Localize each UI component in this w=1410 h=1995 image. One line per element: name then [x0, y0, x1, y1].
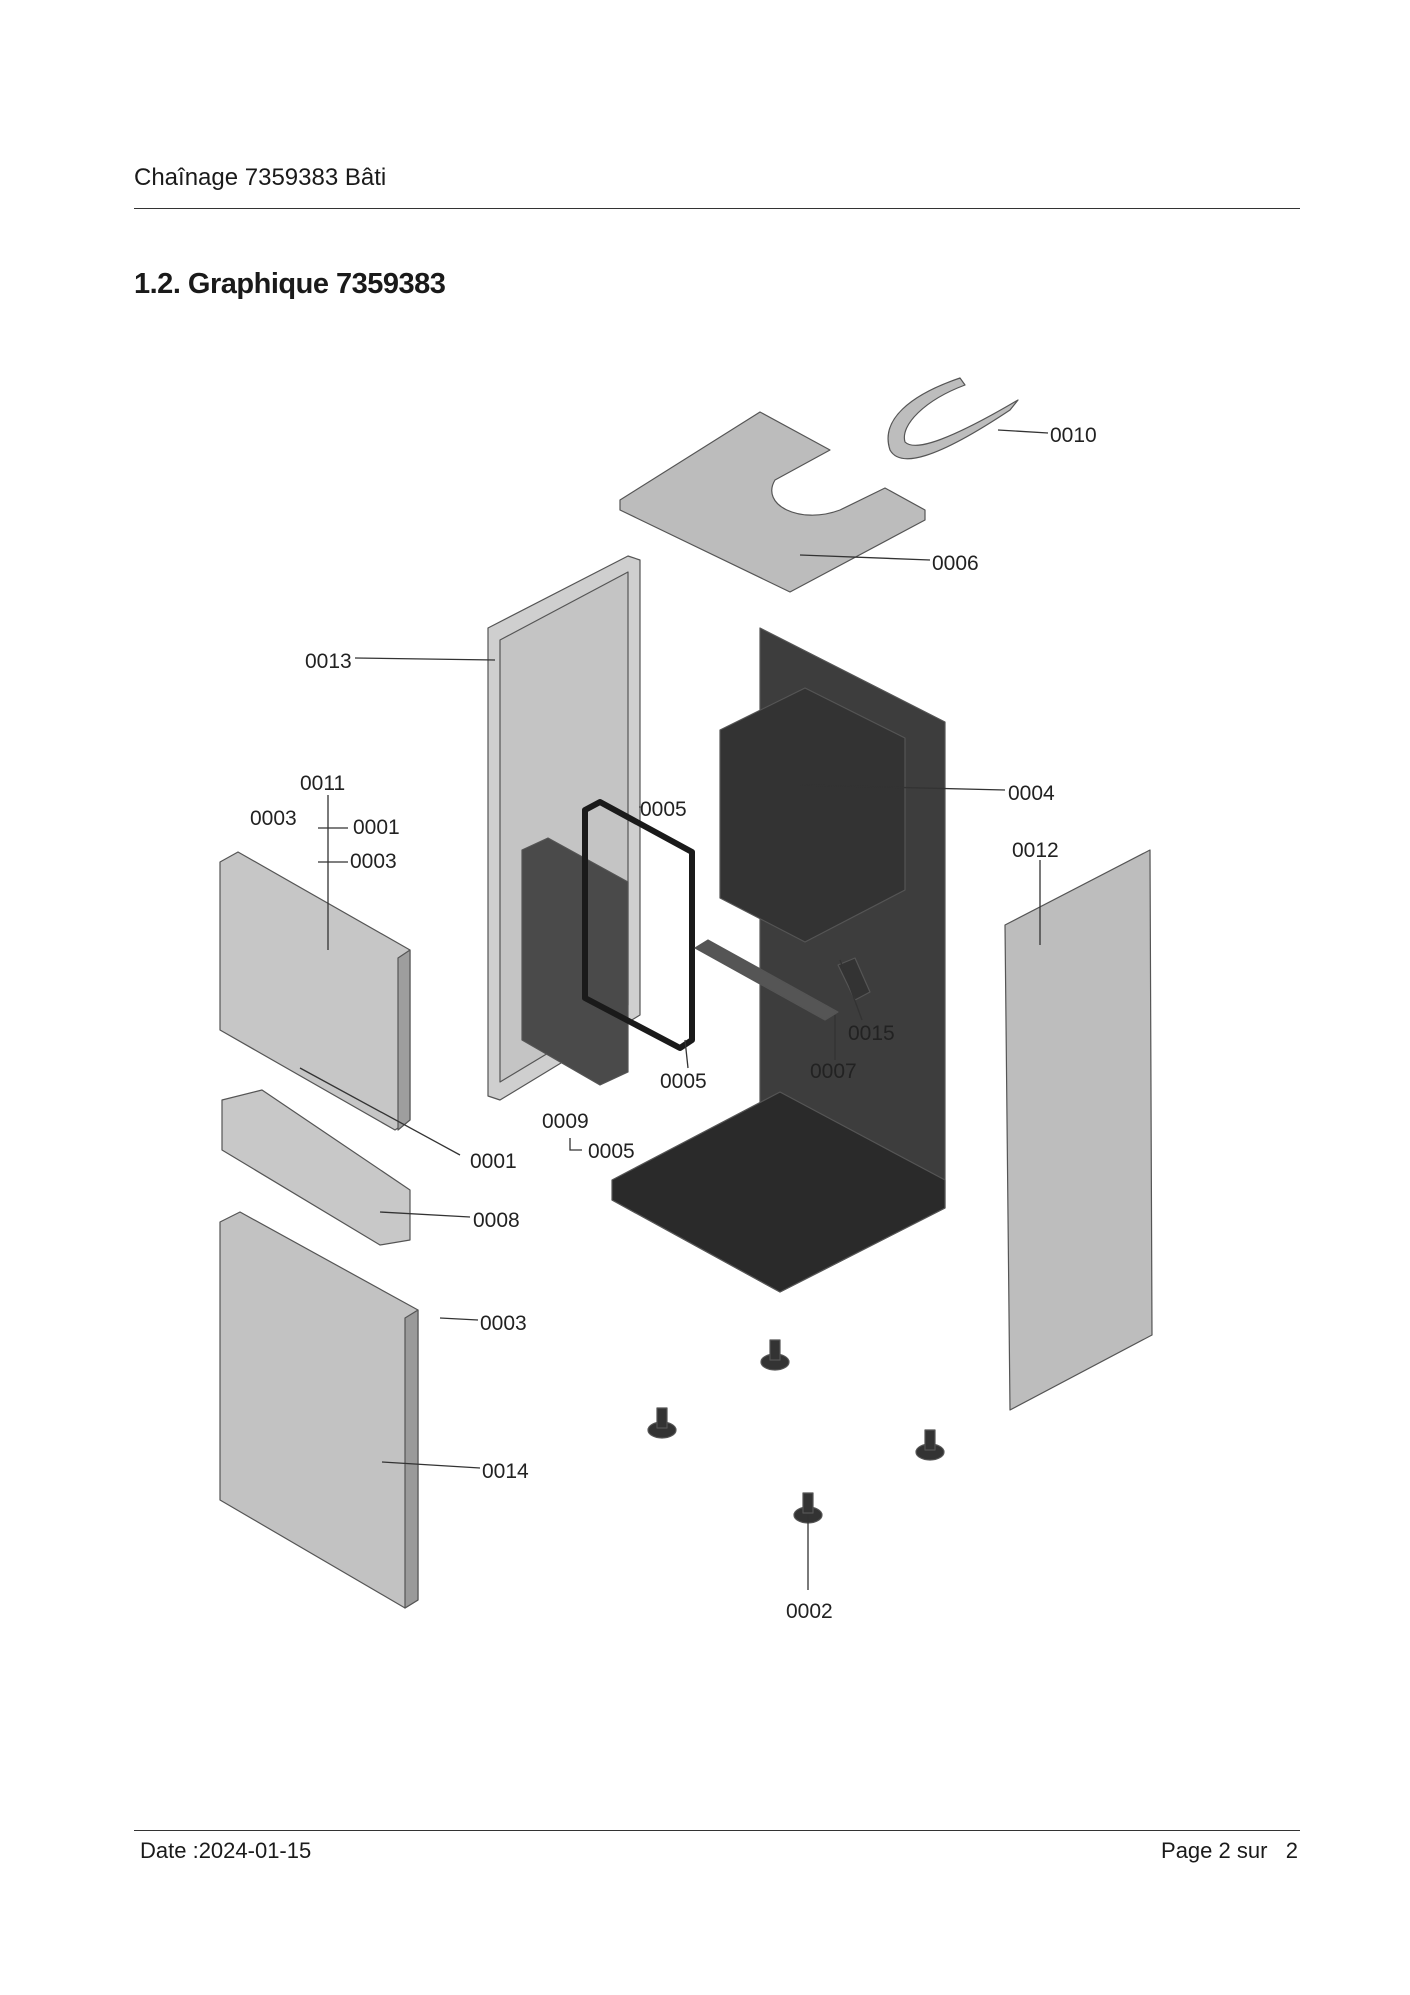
callout-0003-b: 0003 — [350, 850, 397, 873]
callout-0011: 0011 — [300, 772, 345, 795]
callout-0014: 0014 — [482, 1460, 529, 1483]
callout-0006: 0006 — [932, 552, 979, 575]
callout-0013: 0013 — [305, 650, 352, 673]
footer-page-number: Page 2 sur 2 — [1161, 1838, 1298, 1863]
part-side-panel-right — [1004, 849, 1153, 1411]
callout-0005-c: 0005 — [588, 1140, 635, 1163]
part-top-cover — [619, 411, 926, 593]
callout-0009: 0009 — [542, 1110, 589, 1133]
callout-0005-a: 0005 — [640, 798, 687, 821]
document-header-title: Chaînage 7359383 Bâti — [134, 164, 387, 191]
header-divider — [134, 208, 1300, 209]
callout-0004: 0004 — [1008, 782, 1055, 805]
part-clip — [837, 957, 871, 1001]
callout-0001-b: 0001 — [470, 1150, 517, 1173]
part-curved-rail — [887, 377, 1019, 460]
part-lower-bracket — [221, 1089, 411, 1246]
part-inner-plate — [521, 837, 629, 1086]
callout-0003-c: 0003 — [480, 1312, 527, 1335]
callout-0008: 0008 — [473, 1209, 520, 1232]
callout-0010: 0010 — [1050, 424, 1097, 447]
footer-divider — [134, 1830, 1300, 1831]
footer-date: Date :2024-01-15 — [140, 1838, 312, 1863]
part-gasket-frame — [582, 799, 695, 1051]
callout-0005-b: 0005 — [660, 1070, 707, 1093]
callout-0001-a: 0001 — [353, 816, 400, 839]
callout-0007: 0007 — [810, 1060, 857, 1083]
part-front-upper-panel — [219, 851, 411, 1131]
callout-0012: 0012 — [1012, 839, 1059, 862]
callout-0015: 0015 — [848, 1022, 895, 1045]
callout-0003-a: 0003 — [250, 807, 297, 830]
part-front-lower-panel — [219, 1211, 419, 1609]
part-front-rail — [694, 939, 839, 1021]
section-title: 1.2. Graphique 7359383 — [134, 268, 446, 300]
callout-0002: 0002 — [786, 1600, 833, 1623]
